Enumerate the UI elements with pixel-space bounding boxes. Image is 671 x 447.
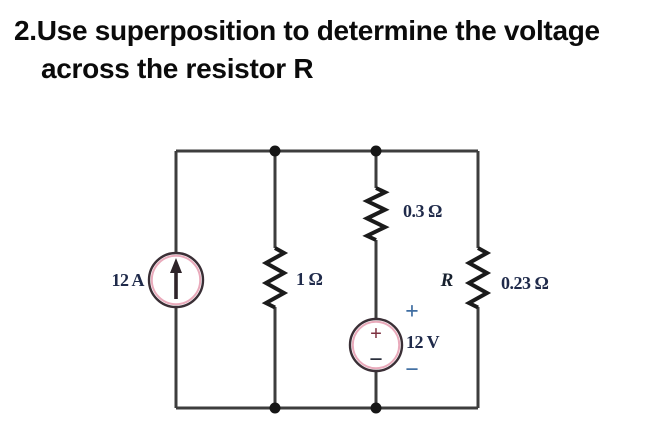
problem-statement: 2.Use superposition to determine the vol… <box>14 12 664 88</box>
circuit-wires <box>174 149 480 410</box>
resistor-1ohm-label: 1 Ω <box>296 269 323 289</box>
voltage-source-plus-terminal: + <box>370 321 382 345</box>
voltage-source-label: 12 V <box>406 332 440 352</box>
resistor-R-value: 0.23 Ω <box>501 273 549 293</box>
resistor-R-zigzag-icon <box>464 246 492 310</box>
junction-nodes <box>269 145 382 414</box>
voltage-source: + − + − 12 V <box>348 299 440 383</box>
resistor-R: R 0.23 Ω <box>440 246 549 310</box>
polarity-minus-sign: − <box>405 357 419 383</box>
current-source-circle-inner <box>150 254 202 306</box>
current-source-label: 12 A <box>111 270 144 290</box>
problem-title-line2: across the resistor R <box>41 53 314 84</box>
resistor-1ohm: 1 Ω <box>261 246 323 310</box>
node-dot <box>370 145 382 157</box>
problem-title-line1: 2.Use superposition to determine the vol… <box>14 15 600 46</box>
node-dot <box>269 402 281 414</box>
current-arrow-head-icon <box>170 258 182 273</box>
polarity-plus-sign: + <box>405 299 419 325</box>
current-source: 12 A <box>111 251 205 309</box>
voltage-source-minus-terminal: − <box>369 347 383 373</box>
voltage-source-circle <box>348 317 404 373</box>
resistor-03ohm: 0.3 Ω <box>362 186 443 242</box>
resistor-03ohm-zigzag-icon <box>362 186 390 242</box>
resistor-R-name: R <box>440 270 454 291</box>
node-dot <box>370 402 382 414</box>
resistor-03ohm-label: 0.3 Ω <box>403 201 442 221</box>
voltage-source-circle-inner <box>351 320 401 370</box>
node-dot <box>269 145 281 157</box>
resistor-1ohm-zigzag-icon <box>261 246 289 310</box>
